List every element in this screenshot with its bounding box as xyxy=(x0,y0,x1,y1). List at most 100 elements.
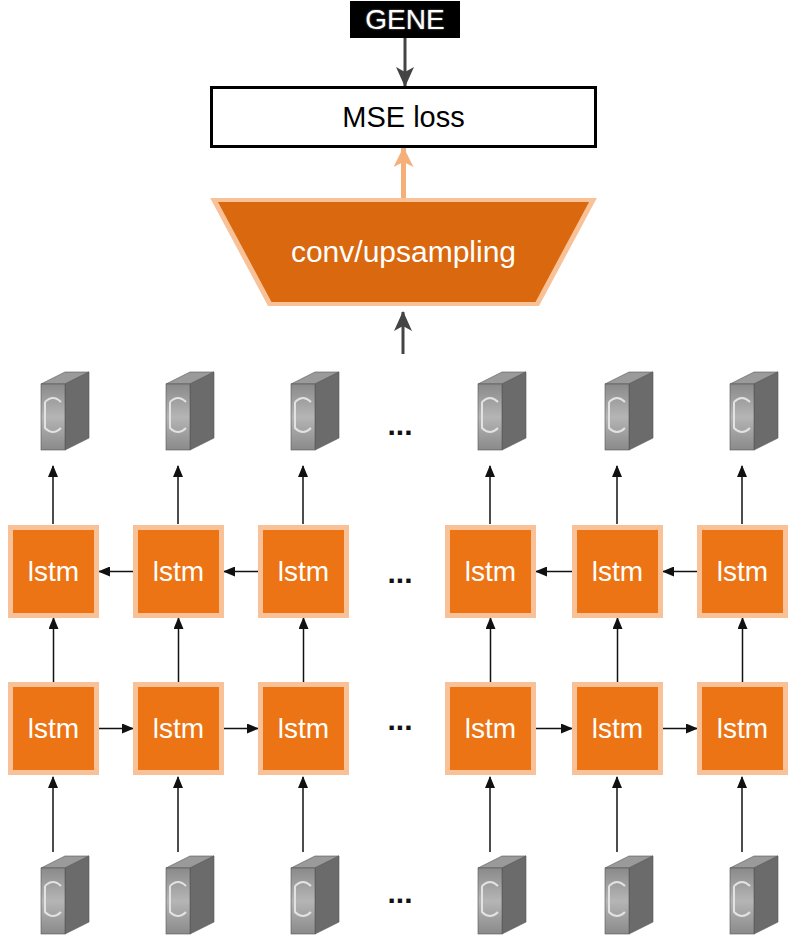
input-arrow xyxy=(302,777,304,852)
lstm-cell: lstm xyxy=(8,682,99,775)
cell-label: lstm xyxy=(465,556,516,588)
slab-face xyxy=(478,868,502,934)
slab-face xyxy=(166,868,190,934)
slab-texture xyxy=(170,398,186,432)
slab-texture xyxy=(295,882,311,916)
ellipsis: ... xyxy=(385,563,414,583)
output-arrow xyxy=(177,466,179,524)
output-arrow xyxy=(302,466,304,524)
slab-texture xyxy=(295,398,311,432)
output-arrow xyxy=(489,466,491,524)
slab-face xyxy=(166,384,190,450)
connector-arrow xyxy=(490,618,492,682)
trapezoid-outline xyxy=(214,200,593,305)
slab-side xyxy=(502,856,526,934)
connector-arrow xyxy=(224,571,258,573)
slab-face xyxy=(730,384,754,450)
slab-side xyxy=(315,856,339,934)
connector-arrow xyxy=(303,618,305,682)
ellipsis: ... xyxy=(385,710,414,730)
slab-texture xyxy=(609,398,625,432)
cell-label: lstm xyxy=(153,556,204,588)
connector-arrow xyxy=(99,571,133,573)
lstm-cell: lstm xyxy=(445,525,536,618)
connector-arrow xyxy=(536,728,572,730)
lstm-cell: lstm xyxy=(133,682,224,775)
connector-arrow xyxy=(401,148,406,198)
slab-texture xyxy=(170,882,186,916)
node-label: GENE xyxy=(365,4,444,36)
cell-label: lstm xyxy=(717,556,768,588)
connector-arrow xyxy=(53,618,55,682)
slab-side xyxy=(65,856,89,934)
feature-slab xyxy=(41,856,89,934)
slab-side xyxy=(65,372,89,450)
cell-label: lstm xyxy=(28,713,79,745)
input-arrow xyxy=(741,777,743,852)
slab-side xyxy=(629,856,653,934)
feature-slab xyxy=(166,372,214,450)
slab-texture xyxy=(45,398,61,432)
feature-slab xyxy=(605,372,653,450)
lstm-cell: lstm xyxy=(697,682,788,775)
lstm-cell: lstm xyxy=(445,682,536,775)
slab-side xyxy=(190,856,214,934)
slab-side xyxy=(754,372,778,450)
lstm-cell: lstm xyxy=(8,525,99,618)
connector-arrow xyxy=(224,728,258,730)
feature-slab xyxy=(730,372,778,450)
cell-label: lstm xyxy=(717,713,768,745)
slab-side xyxy=(502,372,526,450)
cell-label: lstm xyxy=(592,713,643,745)
feature-slab xyxy=(605,856,653,934)
slab-face xyxy=(478,384,502,450)
input-arrow xyxy=(616,777,618,852)
node-label: MSE loss xyxy=(342,101,464,134)
connector-arrow xyxy=(742,618,744,682)
connector-arrow xyxy=(99,728,133,730)
feature-slab xyxy=(291,856,339,934)
lstm-cell: lstm xyxy=(258,682,349,775)
lstm-cell: lstm xyxy=(258,525,349,618)
target-image: GENE xyxy=(350,1,460,38)
node-label: conv/upsampling xyxy=(291,235,516,269)
slab-side xyxy=(315,372,339,450)
feature-slab xyxy=(41,372,89,450)
slab-texture xyxy=(734,398,750,432)
output-arrow xyxy=(741,466,743,524)
slab-face xyxy=(291,384,315,450)
connector-arrow xyxy=(663,571,697,573)
slab-face xyxy=(41,868,65,934)
feature-slab xyxy=(166,856,214,934)
input-arrow xyxy=(52,777,54,852)
ellipsis: ... xyxy=(385,415,414,435)
output-arrow xyxy=(616,466,618,524)
connector-arrow xyxy=(404,38,407,86)
cell-label: lstm xyxy=(278,556,329,588)
slab-face xyxy=(730,868,754,934)
feature-arrow xyxy=(402,312,405,354)
input-arrow xyxy=(177,777,179,852)
output-arrow xyxy=(52,466,54,524)
cell-label: lstm xyxy=(278,713,329,745)
feature-slab xyxy=(478,372,526,450)
feature-slab xyxy=(291,372,339,450)
connector-arrow xyxy=(663,728,697,730)
feature-slab xyxy=(478,856,526,934)
ellipsis: ... xyxy=(385,883,414,903)
cell-label: lstm xyxy=(153,713,204,745)
cell-label: lstm xyxy=(465,713,516,745)
slab-side xyxy=(754,856,778,934)
slab-face xyxy=(291,868,315,934)
slab-texture xyxy=(482,882,498,916)
feature-slab xyxy=(730,856,778,934)
cell-label: lstm xyxy=(28,556,79,588)
lstm-cell: lstm xyxy=(133,525,224,618)
lstm-cell: lstm xyxy=(572,682,663,775)
slab-face xyxy=(605,384,629,450)
slab-texture xyxy=(482,398,498,432)
cell-label: lstm xyxy=(592,556,643,588)
slab-face xyxy=(605,868,629,934)
decoder-trapezoid: conv/upsampling xyxy=(210,198,597,306)
